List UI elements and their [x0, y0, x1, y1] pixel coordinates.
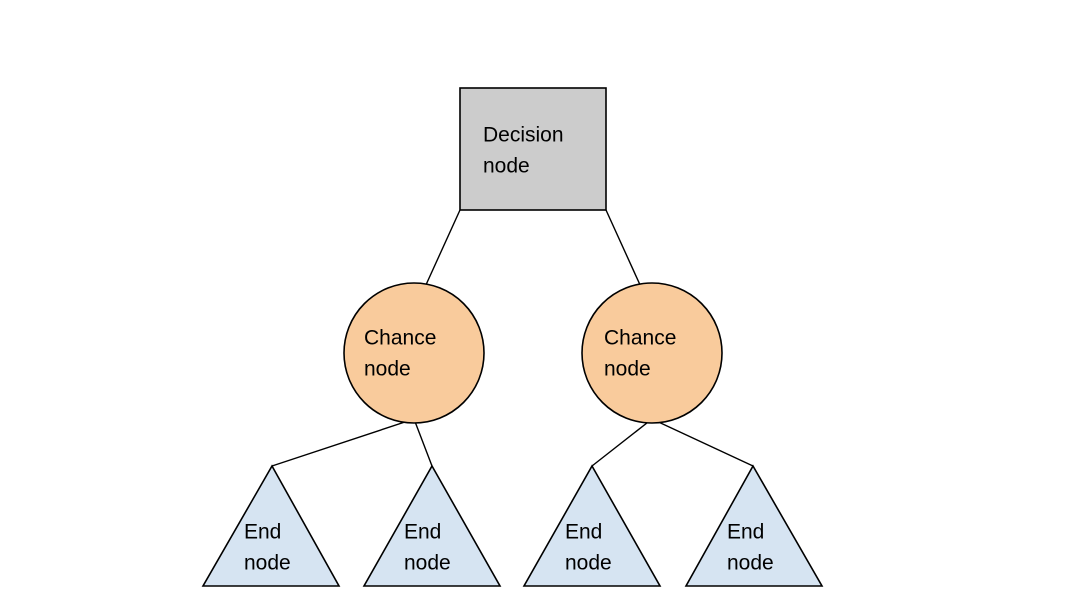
chance-node-right-label-line1: Chance [604, 327, 676, 350]
end-node-3-label-line2: node [565, 552, 612, 575]
chance-node-left[interactable]: Chance node [343, 282, 485, 424]
end-node-4-label-line2: node [727, 552, 774, 575]
decision-node-label-line2: node [483, 155, 530, 178]
end-node-3-shape[interactable] [522, 464, 662, 587]
chance-node-right-label-line2: node [604, 358, 651, 381]
edge-chance-left-to-end-1 [271, 418, 415, 467]
end-node-2-label-line1: End [404, 521, 441, 544]
end-node-3[interactable]: End node [522, 464, 662, 587]
decision-node-shape[interactable] [459, 87, 607, 211]
chance-node-left-label-line2: node [364, 358, 411, 381]
chance-node-right[interactable]: Chance node [581, 282, 723, 424]
end-node-2[interactable]: End node [362, 464, 502, 587]
edge-group [271, 209, 754, 467]
end-node-2-label-line2: node [404, 552, 451, 575]
edge-chance-right-to-end-4 [651, 418, 754, 467]
end-node-1-shape[interactable] [201, 464, 341, 587]
edge-decision-to-chance-left [424, 209, 461, 288]
end-node-1[interactable]: End node [201, 464, 341, 587]
decision-node[interactable]: Decision node [459, 87, 607, 211]
edge-decision-to-chance-right [605, 209, 642, 288]
end-node-1-label-line2: node [244, 552, 291, 575]
chance-node-left-label-line1: Chance [364, 327, 436, 350]
edge-chance-left-to-end-2 [413, 418, 433, 467]
edge-chance-right-to-end-3 [591, 418, 653, 467]
decision-node-label-line1: Decision [483, 124, 564, 147]
chance-node-right-shape[interactable] [581, 282, 723, 424]
end-node-4-shape[interactable] [684, 464, 824, 587]
end-node-4[interactable]: End node [684, 464, 824, 587]
end-node-4-label-line1: End [727, 521, 764, 544]
end-node-3-label-line1: End [565, 521, 602, 544]
chance-node-left-shape[interactable] [343, 282, 485, 424]
end-node-2-shape[interactable] [362, 464, 502, 587]
end-node-1-label-line1: End [244, 521, 281, 544]
